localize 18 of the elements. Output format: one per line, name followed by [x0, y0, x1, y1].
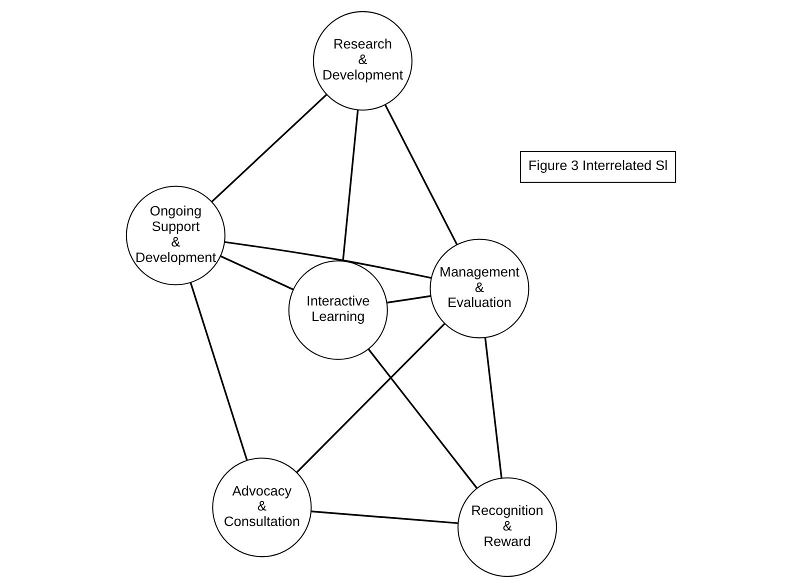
connector [189, 282, 248, 460]
node-box: Figure 3 Interrelated Sl [520, 151, 676, 183]
node-circle: Recognition & Reward [457, 477, 557, 577]
node-circle: Interactive Learning [288, 260, 388, 360]
connector [224, 241, 431, 279]
connector [384, 104, 458, 245]
connector [386, 295, 430, 304]
connector [220, 255, 294, 290]
connector [342, 110, 358, 261]
connector [296, 323, 445, 473]
node-circle: Advocacy & Consultation [212, 458, 312, 558]
node-circle: Management & Evaluation [429, 238, 529, 338]
node-circle: Ongoing Support & Development [125, 186, 225, 286]
connector [484, 338, 502, 478]
node-circle: Research & Development [312, 11, 412, 111]
connector [367, 348, 477, 489]
connector [210, 94, 327, 202]
connector [310, 510, 458, 524]
